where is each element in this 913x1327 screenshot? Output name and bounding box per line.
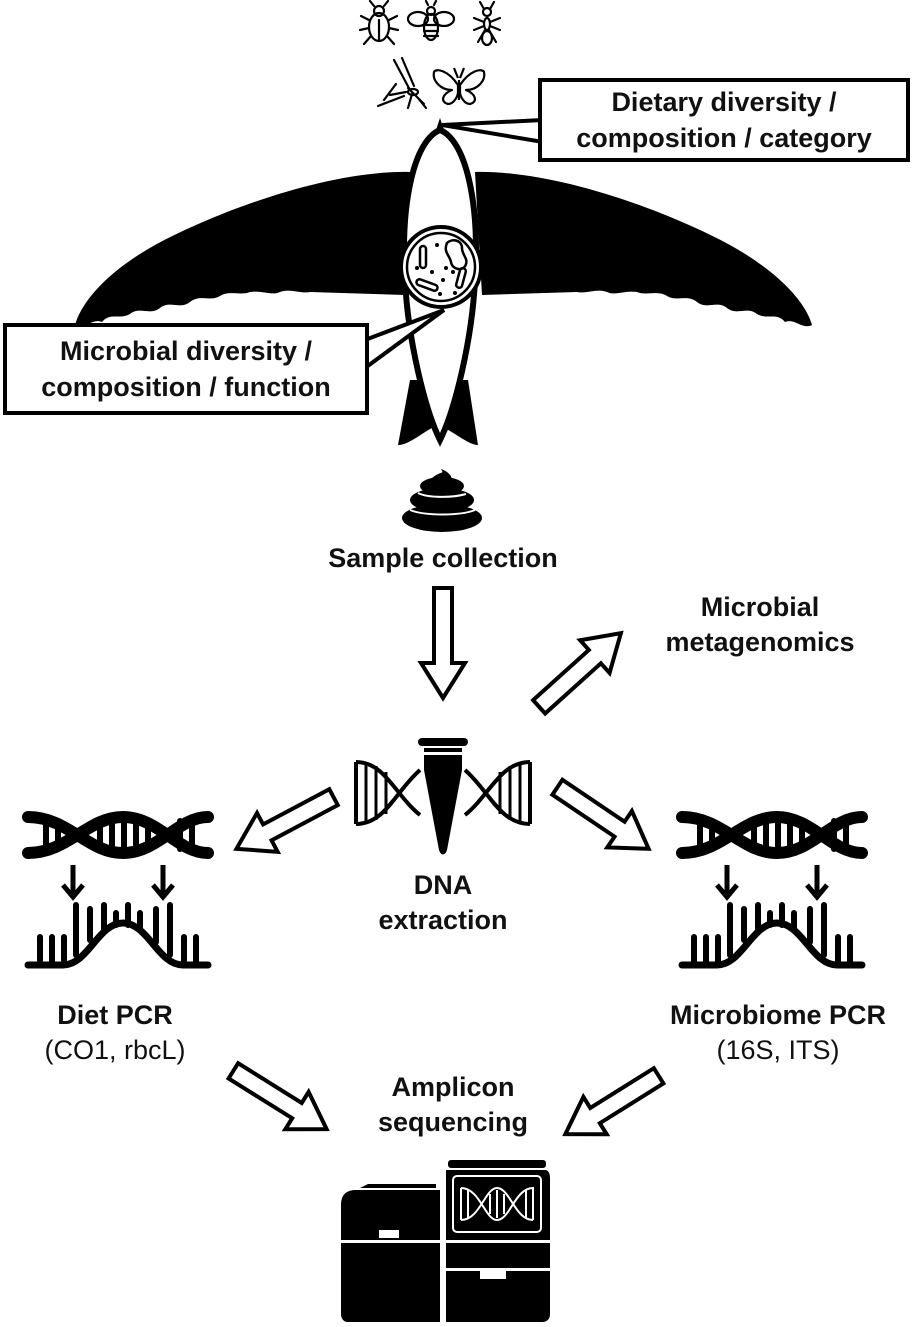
dna-pcr-icon-diet bbox=[28, 817, 208, 965]
callout-dietary-diversity: Dietary diversity / composition / catego… bbox=[538, 78, 910, 162]
label-sample-collection: Sample collection bbox=[328, 543, 558, 573]
label-dna-extraction: DNA extraction bbox=[343, 868, 543, 938]
label-amplicon-sequencing: Amplicon sequencing bbox=[343, 1070, 563, 1140]
dna-tube-icon bbox=[354, 738, 532, 855]
arrow-microbiome-to-sequencing bbox=[551, 1055, 673, 1155]
arrow-sample-to-dna bbox=[419, 586, 467, 700]
callout-pointer-diet bbox=[441, 117, 545, 145]
label-microbiome-pcr-markers: (16S, ITS) bbox=[716, 1035, 840, 1065]
callout-microbial-line2: composition / function bbox=[41, 372, 331, 402]
callout-microbial-diversity: Microbial diversity / composition / func… bbox=[3, 323, 369, 415]
callout-dietary-line1: Dietary diversity / bbox=[611, 87, 837, 117]
mosquito-icon bbox=[376, 56, 428, 110]
dna-pcr-icon-microbiome bbox=[682, 817, 862, 965]
arrow-dna-to-metagenomics bbox=[522, 614, 638, 726]
label-microbial-metagenomics: Microbial metagenomics bbox=[640, 590, 880, 660]
label-microbiome-pcr-title: Microbiome PCR bbox=[669, 1000, 887, 1030]
callout-dietary-line2: composition / category bbox=[576, 123, 872, 153]
arrow-diet-to-sequencing bbox=[219, 1050, 341, 1150]
sequencer-icon bbox=[341, 1160, 550, 1322]
label-dna-line1: DNA bbox=[413, 870, 473, 900]
callout-microbial-line1: Microbial diversity / bbox=[59, 336, 313, 366]
arrow-dna-to-diet-pcr bbox=[226, 778, 344, 868]
butterfly-icon bbox=[432, 67, 486, 106]
label-metagenomics-line1: Microbial bbox=[700, 592, 820, 622]
ant-icon bbox=[472, 0, 502, 47]
label-diet-pcr-markers: (CO1, rbcL) bbox=[44, 1035, 186, 1065]
label-microbiome-pcr: Microbiome PCR (16S, ITS) bbox=[643, 998, 913, 1068]
beetle-icon bbox=[358, 0, 400, 46]
label-amplicon-line2: sequencing bbox=[377, 1107, 529, 1137]
label-dna-line2: extraction bbox=[378, 905, 508, 935]
microbe-cell-icon bbox=[399, 225, 483, 309]
label-amplicon-line1: Amplicon bbox=[391, 1072, 515, 1102]
label-diet-pcr: Diet PCR (CO1, rbcL) bbox=[0, 998, 230, 1068]
bee-icon bbox=[406, 0, 456, 42]
feces-icon bbox=[402, 469, 482, 532]
arrow-dna-to-microbiome-pcr bbox=[543, 767, 663, 869]
label-metagenomics-line2: metagenomics bbox=[665, 627, 855, 657]
label-diet-pcr-title: Diet PCR bbox=[57, 1000, 173, 1030]
